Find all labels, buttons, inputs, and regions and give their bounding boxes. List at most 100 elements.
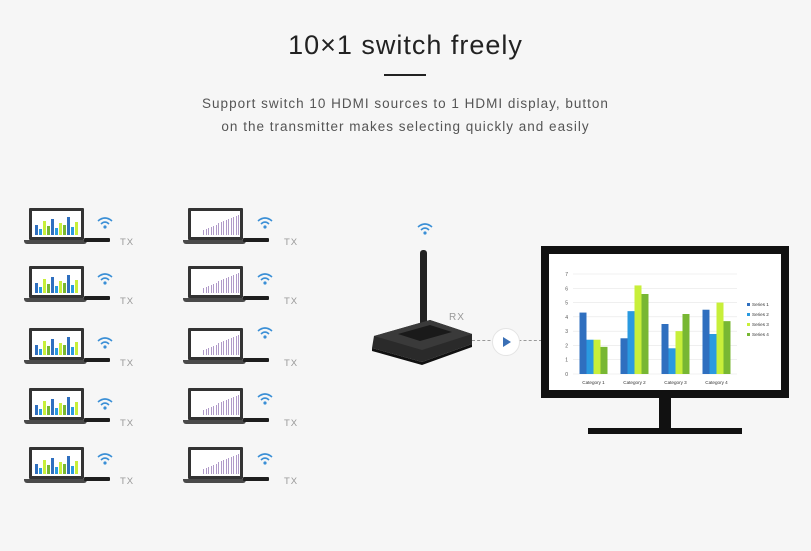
y-tick-label: 3 [565,329,568,335]
mini-bar [51,399,54,415]
mini-bar [218,223,219,235]
tx-laptop-9 [183,388,273,428]
mini-bar [39,229,42,235]
mini-bar [233,216,234,235]
mini-bar [203,350,204,355]
bar-mark [675,331,683,374]
mini-bar [203,288,204,293]
bar-mark [600,346,608,374]
mini-bar [43,460,46,474]
tx-laptop-5 [24,447,114,487]
legend-label: Series 3 [752,322,769,327]
wifi-icon [257,217,273,229]
bar-mark [620,338,628,374]
legend-swatch [747,313,750,316]
mini-bar [43,279,46,293]
mini-bar [210,346,212,355]
mini-bar [213,345,214,355]
mini-bar [225,278,227,293]
tx-label: TX [284,418,299,429]
mini-bar [51,458,54,474]
mini-bar [218,462,219,474]
mini-bar [67,337,70,355]
y-tick-label: 1 [565,358,568,364]
bar-mark [579,312,587,374]
rx-label: RX [449,312,465,323]
bar-mark [668,348,676,374]
wifi-icon [97,273,113,285]
mini-bar [75,461,78,474]
mini-bar [238,334,239,355]
x-tick-label: Category 2 [623,380,646,385]
wifi-icon [257,273,273,285]
play-arrow-icon [492,328,520,356]
tx-label: TX [284,476,299,487]
mini-bar [215,404,217,415]
mini-bar [43,221,46,235]
receiver-device [372,250,472,365]
mini-bar [228,277,229,293]
bar-mark [593,339,601,374]
bar-mark [709,334,717,374]
mini-bar [51,277,54,293]
mini-bar [235,273,237,293]
tx-laptop-1 [24,208,114,248]
mini-bar [203,230,204,235]
mini-bar [228,339,229,355]
mini-bar [51,339,54,355]
mini-bar [47,406,50,415]
legend-label: Series 4 [752,332,769,337]
bar-mark [586,339,594,374]
mini-bar [39,349,42,355]
mini-bar [223,279,224,293]
mini-bar [238,214,239,235]
bar-mark [661,324,669,374]
mini-bar [35,464,38,474]
wifi-icon [257,327,273,339]
mini-bar [210,284,212,293]
mini-bar [67,456,70,474]
subtitle-line-1: Support switch 10 HDMI sources to 1 HDMI… [202,96,609,111]
wifi-icon [97,398,113,410]
tx-label: TX [120,237,135,248]
mini-bar [233,336,234,355]
mini-bar [228,219,229,235]
mini-bar [215,224,217,235]
bar-mark [723,321,731,374]
mini-bar [35,405,38,415]
tx-laptop-3 [24,328,114,368]
mini-bar [63,283,66,293]
mini-bar [210,465,212,474]
mini-bar [39,287,42,293]
mini-bar [47,346,50,355]
mini-bar [67,397,70,415]
mini-bar [205,286,207,293]
legend-label: Series 2 [752,312,769,317]
mini-bar [47,284,50,293]
mini-bar [233,274,234,293]
mini-bar [218,343,219,355]
mini-bar [208,407,209,415]
mini-bar [230,337,232,355]
mini-bar [230,456,232,474]
tx-label: TX [120,358,135,369]
mini-bar [218,403,219,415]
x-tick-label: Category 3 [664,380,687,385]
tx-laptop-4 [24,388,114,428]
mini-bar [220,222,222,235]
mini-bar [205,467,207,474]
mini-bar [55,467,58,474]
mini-bar [71,347,74,355]
title-underline [384,74,426,76]
mini-bar [59,343,62,355]
mini-bar [223,221,224,235]
tx-label: TX [284,296,299,307]
y-tick-label: 4 [565,315,568,321]
tx-laptop-2 [24,266,114,306]
mini-bar [55,286,58,293]
mini-bar [220,461,222,474]
wifi-icon [417,223,433,235]
mini-bar [238,394,239,415]
mini-bar [208,466,209,474]
